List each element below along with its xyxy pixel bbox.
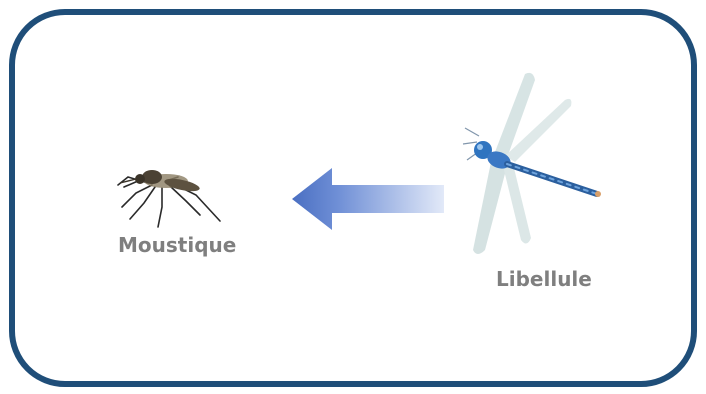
mosquito-icon [100, 155, 230, 235]
dragonfly-icon [455, 70, 605, 260]
prey-label: Moustique [118, 233, 236, 257]
arrow-left-icon [292, 168, 444, 230]
predator-label: Libellule [496, 267, 592, 291]
